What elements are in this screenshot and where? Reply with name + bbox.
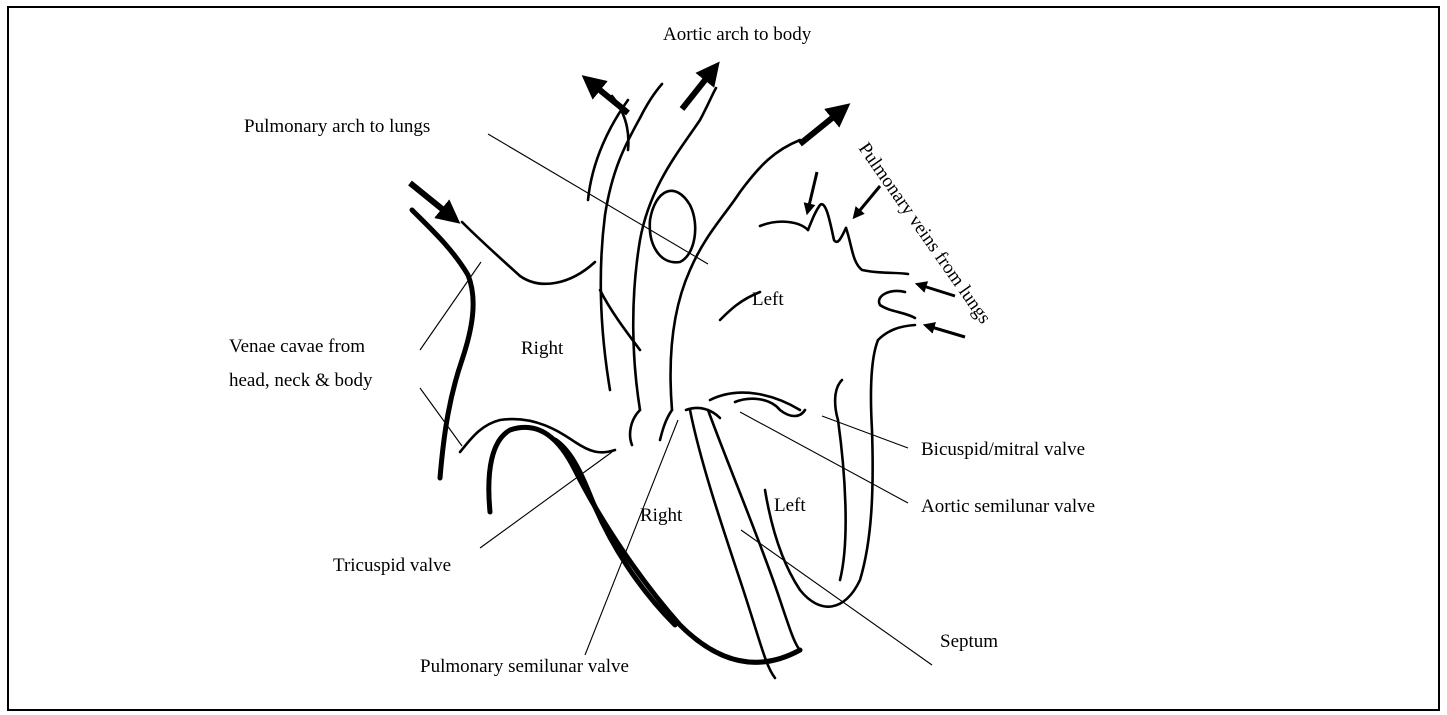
left-ventricle-inner-wall bbox=[835, 380, 846, 580]
arrow-aorta-left bbox=[590, 82, 628, 113]
vena-cava-inner-wall bbox=[462, 222, 595, 284]
label-pulmonary-arch: Pulmonary arch to lungs bbox=[244, 116, 430, 137]
pulmonary-semilunar-valve bbox=[630, 410, 672, 445]
label-bicuspid-valve: Bicuspid/mitral valve bbox=[921, 439, 1085, 460]
leader-septum bbox=[741, 530, 932, 665]
septum-left-wall bbox=[690, 410, 775, 678]
label-left-ventricle: Left bbox=[774, 495, 806, 516]
leader-pulmonary-semilunar bbox=[585, 420, 678, 655]
leader-venae-cavae-lower bbox=[420, 388, 462, 446]
arrow-pulmonary-out bbox=[800, 110, 842, 144]
aortic-arch-oval bbox=[650, 191, 695, 262]
left-atrium-lower-wall bbox=[710, 393, 800, 410]
leader-bicuspid bbox=[822, 416, 908, 448]
arrow-pulm-vein-2 bbox=[856, 186, 880, 215]
right-atrium-lower-wall bbox=[460, 419, 615, 452]
label-septum: Septum bbox=[940, 631, 998, 652]
label-tricuspid-valve: Tricuspid valve bbox=[333, 555, 451, 576]
label-pulmonary-semilunar-valve: Pulmonary semilunar valve bbox=[420, 656, 629, 677]
right-ventricle-outer-wall bbox=[489, 427, 800, 662]
pulmonary-trunk-left bbox=[633, 88, 716, 410]
pulmonary-vein-3 bbox=[879, 291, 915, 318]
label-venae-cavae-line1: Venae cavae from bbox=[229, 336, 365, 357]
label-left-atrium: Left bbox=[752, 289, 784, 310]
vena-cava-outer-wall bbox=[412, 210, 473, 478]
arrow-pulm-vein-4 bbox=[928, 326, 965, 337]
arrow-pulm-vein-1 bbox=[808, 172, 817, 210]
text-labels: Aortic arch to body Pulmonary arch to lu… bbox=[229, 24, 1095, 677]
label-right-ventricle: Right bbox=[640, 505, 683, 526]
label-aortic-semilunar-valve: Aortic semilunar valve bbox=[921, 496, 1095, 517]
label-venae-cavae-line2: head, neck & body bbox=[229, 370, 373, 391]
label-pulmonary-veins: Pulmonary veins from lungs bbox=[854, 139, 995, 328]
heart-outline bbox=[412, 84, 915, 678]
pulmonary-vein-1 bbox=[808, 204, 846, 242]
pulmonary-trunk-right bbox=[671, 140, 800, 410]
left-atrium-top-wall bbox=[760, 222, 808, 230]
pulmonary-vein-2 bbox=[846, 228, 908, 274]
septum-right-wall bbox=[708, 410, 800, 650]
label-aortic-arch: Aortic arch to body bbox=[663, 24, 812, 45]
label-right-atrium: Right bbox=[521, 338, 564, 359]
